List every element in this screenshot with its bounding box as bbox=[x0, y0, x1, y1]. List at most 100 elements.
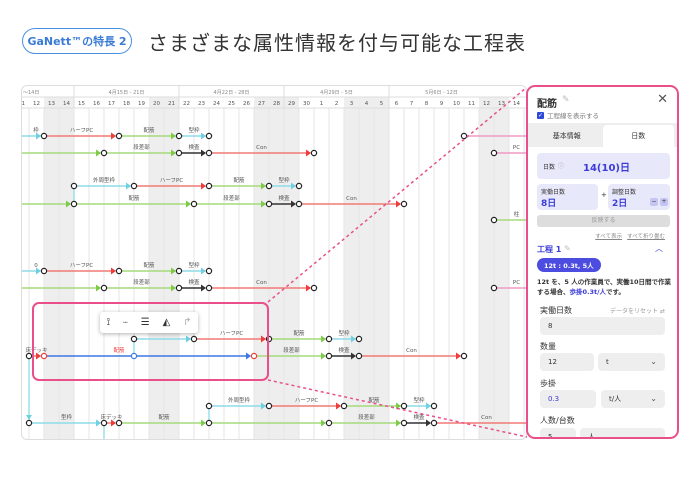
task-bar[interactable]: 配筋 bbox=[74, 194, 191, 208]
task-node[interactable] bbox=[70, 200, 78, 208]
task-node[interactable] bbox=[355, 335, 363, 343]
task-node[interactable] bbox=[325, 335, 333, 343]
task-node[interactable] bbox=[265, 200, 273, 208]
task-bar[interactable]: 検査 bbox=[329, 346, 356, 360]
task-node[interactable] bbox=[205, 419, 213, 427]
task-node[interactable] bbox=[325, 419, 333, 427]
task-bar[interactable]: 配筋 bbox=[209, 176, 266, 190]
task-bar[interactable] bbox=[22, 284, 101, 292]
redirect-arrow-icon[interactable]: ↱ bbox=[183, 317, 192, 328]
task-node[interactable] bbox=[265, 402, 273, 410]
reflect-button[interactable]: 反映する bbox=[537, 215, 670, 227]
task-node[interactable] bbox=[430, 419, 438, 427]
task-node[interactable] bbox=[100, 149, 108, 157]
task-bar[interactable]: 検査 bbox=[179, 278, 206, 292]
task-node[interactable] bbox=[100, 419, 108, 427]
task-node[interactable] bbox=[295, 200, 303, 208]
task-node[interactable] bbox=[205, 267, 213, 275]
task-node[interactable] bbox=[205, 182, 213, 190]
task-node[interactable] bbox=[295, 182, 303, 190]
task-node[interactable] bbox=[400, 402, 408, 410]
task-node[interactable] bbox=[40, 267, 48, 275]
task-bar[interactable]: 0 bbox=[22, 263, 41, 275]
task-bar[interactable]: Con bbox=[359, 348, 461, 360]
task-bar[interactable]: 配筋 bbox=[119, 261, 176, 275]
rate-unit-select[interactable]: t/人⌄ bbox=[601, 390, 665, 408]
increment-button[interactable]: + bbox=[660, 198, 668, 206]
pencil-icon[interactable]: ✎ bbox=[562, 95, 570, 105]
task-bar[interactable]: 配筋 bbox=[119, 126, 176, 140]
task-node[interactable] bbox=[175, 132, 183, 140]
task-node[interactable] bbox=[205, 284, 213, 292]
reset-data-button[interactable]: データをリセット ⇄ bbox=[610, 306, 665, 315]
actual-days-input[interactable]: 8 bbox=[540, 317, 665, 335]
task-bar[interactable]: 配筋 bbox=[269, 329, 326, 343]
task-bar[interactable]: 型枠 bbox=[179, 126, 206, 140]
task-bar[interactable]: 段差部 bbox=[254, 346, 326, 360]
task-node[interactable] bbox=[100, 284, 108, 292]
task-node[interactable] bbox=[25, 352, 33, 360]
task-node[interactable] bbox=[355, 352, 363, 360]
task-node[interactable] bbox=[310, 149, 318, 157]
task-bar[interactable]: 段差部 bbox=[194, 194, 266, 208]
tab-days[interactable]: 日数 bbox=[602, 125, 674, 147]
show-line-checkbox[interactable]: ✓ 工程線を表示する bbox=[537, 110, 599, 120]
task-node[interactable] bbox=[430, 402, 438, 410]
task-bar[interactable]: 検査 bbox=[404, 413, 431, 427]
connector-icon[interactable]: ⟟ bbox=[106, 317, 111, 328]
task-node[interactable] bbox=[205, 149, 213, 157]
task-node[interactable] bbox=[175, 284, 183, 292]
task-bar[interactable]: ハーフPC bbox=[194, 330, 266, 343]
task-bar[interactable]: 段差部 bbox=[104, 278, 176, 292]
quantity-unit-select[interactable]: t⌄ bbox=[598, 353, 665, 371]
task-node[interactable] bbox=[460, 352, 468, 360]
collapse-all-link[interactable]: すべて折り畳む bbox=[627, 234, 665, 240]
task-bar[interactable]: 配筋 bbox=[119, 413, 206, 427]
tab-basic-info[interactable]: 基本情報 bbox=[552, 132, 581, 140]
task-node[interactable] bbox=[70, 182, 78, 190]
task-node[interactable] bbox=[340, 402, 348, 410]
task-bar[interactable]: ハーフPC bbox=[134, 177, 206, 190]
task-bar[interactable]: ハーフPC bbox=[44, 127, 116, 140]
task-bar[interactable]: 配筋 bbox=[44, 346, 251, 360]
task-bar[interactable]: 段差部 bbox=[104, 143, 176, 157]
thick-line-icon[interactable]: ☰ bbox=[140, 317, 150, 328]
task-bar[interactable]: 枠 bbox=[22, 126, 41, 140]
task-node[interactable] bbox=[40, 352, 48, 360]
task-node[interactable] bbox=[175, 149, 183, 157]
task-bar[interactable]: 型枠 bbox=[29, 413, 101, 427]
info-icon[interactable]: ⓘ bbox=[558, 163, 565, 170]
task-node[interactable] bbox=[190, 335, 198, 343]
task-bar[interactable] bbox=[22, 200, 71, 208]
task-bar[interactable]: ハーフPC bbox=[44, 262, 116, 275]
task-node[interactable] bbox=[490, 284, 498, 292]
chevron-up-icon[interactable]: ︿ bbox=[655, 244, 663, 253]
task-node[interactable] bbox=[490, 149, 498, 157]
show-all-link[interactable]: すべて表示 bbox=[595, 234, 623, 240]
rate-input[interactable]: 0.3 bbox=[540, 390, 596, 408]
task-node[interactable] bbox=[205, 132, 213, 140]
task-node[interactable] bbox=[40, 132, 48, 140]
task-node[interactable] bbox=[265, 182, 273, 190]
task-node[interactable] bbox=[130, 335, 138, 343]
checkbox-checked-icon[interactable]: ✓ bbox=[537, 111, 544, 119]
pencil-icon[interactable]: ✎ bbox=[564, 244, 571, 253]
task-node[interactable] bbox=[250, 352, 258, 360]
task-bar[interactable]: 検査 bbox=[179, 143, 206, 157]
task-node[interactable] bbox=[400, 419, 408, 427]
task-node[interactable] bbox=[115, 267, 123, 275]
task-node[interactable] bbox=[175, 267, 183, 275]
decrement-button[interactable]: − bbox=[650, 198, 658, 206]
task-bar[interactable]: 型枠 bbox=[404, 396, 431, 410]
task-node[interactable] bbox=[130, 182, 138, 190]
fill-color-icon[interactable]: ◭ bbox=[162, 317, 171, 328]
people-unit-select[interactable]: 人⌄ bbox=[580, 428, 665, 437]
task-bar[interactable]: 型枠 bbox=[329, 329, 356, 343]
task-node[interactable] bbox=[310, 284, 318, 292]
task-node[interactable] bbox=[115, 419, 123, 427]
task-node[interactable] bbox=[400, 200, 408, 208]
task-node[interactable] bbox=[130, 352, 138, 360]
dashed-line-icon[interactable]: ┄ bbox=[123, 318, 128, 327]
